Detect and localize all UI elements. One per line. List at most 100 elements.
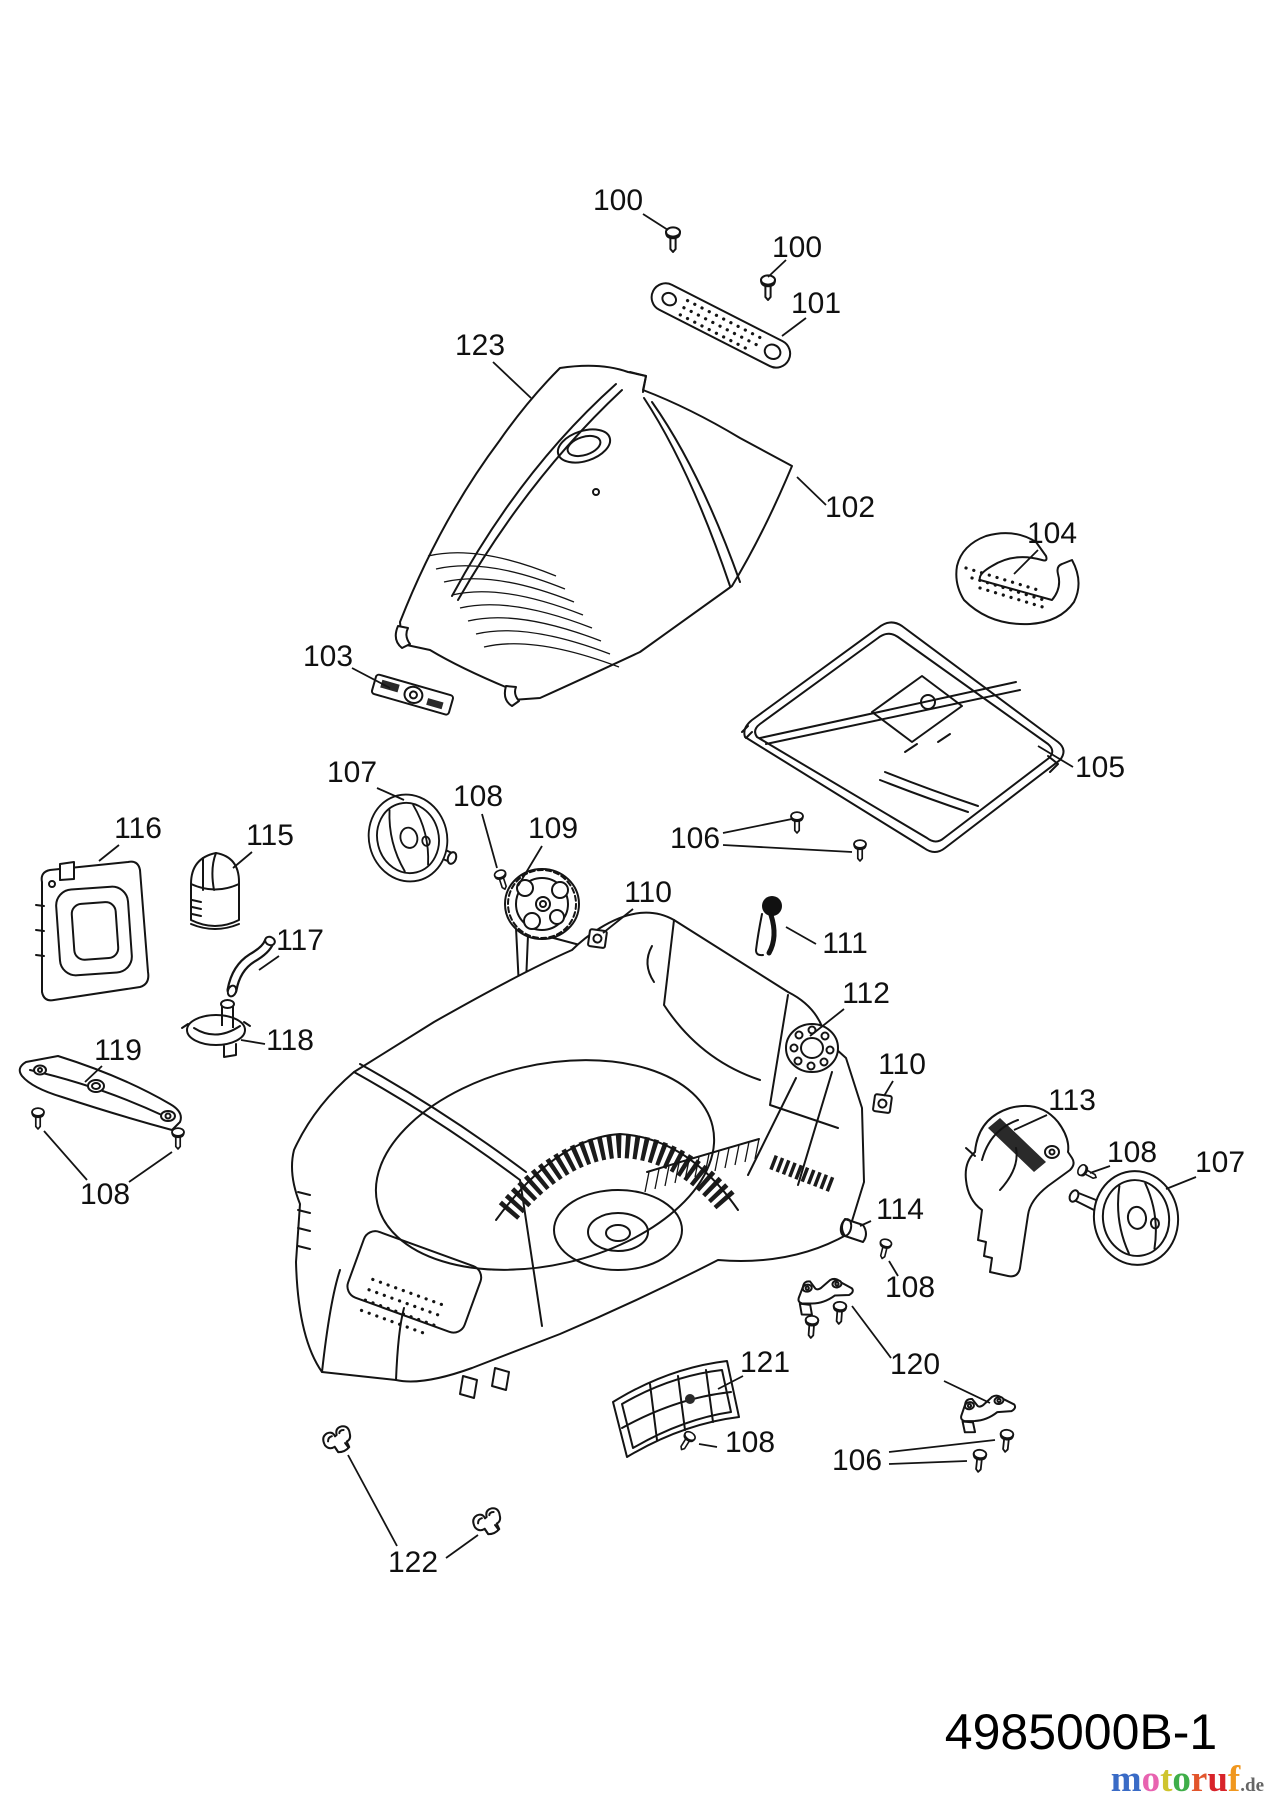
leader-line-120 xyxy=(943,1380,991,1404)
leader-line-116 xyxy=(98,844,120,862)
callout-108: 108 xyxy=(885,1271,935,1304)
leader-line-115 xyxy=(232,851,253,869)
part-107-wheel-upper xyxy=(358,785,458,891)
watermark-letter: r xyxy=(1190,1759,1208,1800)
watermark-logo: motoruf.de xyxy=(1111,1761,1264,1798)
callout-117: 117 xyxy=(276,924,324,957)
leader-line-114 xyxy=(859,1220,872,1227)
callout-107: 107 xyxy=(327,756,377,789)
callout-114: 114 xyxy=(876,1193,924,1226)
part-117-hose xyxy=(226,935,276,998)
callout-116: 116 xyxy=(114,812,162,845)
part-102-motor-hood xyxy=(394,364,793,707)
leader-line-122 xyxy=(347,1454,398,1547)
leader-line-108 xyxy=(481,813,498,869)
leader-line-106 xyxy=(888,1460,968,1465)
drawing-number: 4985000B-1 xyxy=(945,1704,1217,1760)
leader-line-121 xyxy=(717,1375,744,1390)
watermark-letter: o xyxy=(1172,1759,1191,1800)
part-115-cap xyxy=(190,852,240,930)
part-119-bracket xyxy=(18,1055,182,1131)
part-104-grip xyxy=(955,532,1080,626)
callout-100: 100 xyxy=(593,184,643,217)
part-116-panel xyxy=(35,860,150,1002)
watermark-letter: u xyxy=(1207,1759,1228,1800)
leader-line-102 xyxy=(796,476,827,506)
leader-line-112 xyxy=(809,1008,845,1037)
part-110-nut-a xyxy=(587,928,608,949)
leader-line-108 xyxy=(43,1130,88,1181)
callout-123: 123 xyxy=(455,329,505,362)
leader-line-101 xyxy=(781,317,807,337)
leader-line-120 xyxy=(851,1305,892,1359)
part-121-grate xyxy=(612,1360,740,1458)
leader-line-111 xyxy=(785,926,817,945)
callout-122: 122 xyxy=(388,1546,438,1579)
watermark-letter: f xyxy=(1227,1759,1241,1800)
part-105-rear-flap xyxy=(741,621,1065,853)
callout-109: 109 xyxy=(528,812,578,845)
callout-120: 120 xyxy=(890,1348,940,1381)
leader-line-106 xyxy=(722,818,793,834)
part-114-spacer xyxy=(839,1218,867,1243)
leader-line-100 xyxy=(642,213,669,231)
part-103-badge xyxy=(370,673,454,716)
callout-112: 112 xyxy=(842,977,890,1010)
callout-110: 110 xyxy=(878,1048,926,1081)
callout-102: 102 xyxy=(825,491,875,524)
watermark-letter: o xyxy=(1141,1759,1161,1800)
part-110-nut-b xyxy=(872,1093,893,1114)
callout-121: 121 xyxy=(740,1346,790,1379)
leader-line-110 xyxy=(883,1080,894,1097)
leader-line-108 xyxy=(698,1443,718,1448)
callout-103: 103 xyxy=(303,640,353,673)
leader-line-108 xyxy=(128,1151,173,1183)
callout-108: 108 xyxy=(1107,1136,1157,1169)
leader-line-113 xyxy=(1013,1114,1048,1131)
callout-113: 113 xyxy=(1048,1084,1096,1117)
leader-line-107 xyxy=(1165,1176,1197,1190)
leader-line-122 xyxy=(445,1534,479,1559)
callout-108: 108 xyxy=(80,1178,130,1211)
leader-line-100 xyxy=(767,259,787,278)
callout-115: 115 xyxy=(246,819,294,852)
callout-118: 118 xyxy=(266,1024,314,1057)
callout-105: 105 xyxy=(1075,751,1125,784)
leader-line-109 xyxy=(517,845,543,887)
callout-107: 107 xyxy=(1195,1146,1245,1179)
callout-108: 108 xyxy=(453,780,503,813)
callout-111: 111 xyxy=(822,927,868,960)
leader-line-105 xyxy=(1037,745,1074,768)
leader-line-118 xyxy=(240,1039,266,1045)
callout-119: 119 xyxy=(94,1034,142,1067)
callout-101: 101 xyxy=(791,287,841,320)
leader-line-117 xyxy=(258,955,280,971)
callout-100: 100 xyxy=(772,231,822,264)
part-111-bolt xyxy=(755,896,782,957)
watermark-brand: motoruf xyxy=(1111,1759,1241,1800)
watermark-tld: .de xyxy=(1240,1775,1264,1796)
leader-line-108 xyxy=(888,1260,899,1277)
part-107-wheel-lower xyxy=(1068,1164,1186,1272)
callout-104: 104 xyxy=(1027,517,1077,550)
leader-line-107 xyxy=(376,787,405,801)
leader-line-106 xyxy=(722,844,853,853)
leader-line-108 xyxy=(1089,1165,1111,1174)
callout-108: 108 xyxy=(725,1426,775,1459)
leader-line-123 xyxy=(492,361,532,399)
part-112-deck-housing xyxy=(291,911,865,1399)
leader-line-104 xyxy=(1013,549,1039,575)
watermark-letter: m xyxy=(1110,1759,1142,1800)
leader-line-110 xyxy=(602,908,634,934)
part-113-side-cover xyxy=(964,1104,1075,1278)
watermark-letter: t xyxy=(1160,1759,1173,1800)
leader-line-103 xyxy=(351,667,391,689)
leader-line-119 xyxy=(84,1065,103,1083)
part-101-handle xyxy=(650,282,792,369)
callout-106: 106 xyxy=(832,1444,882,1477)
callout-110: 110 xyxy=(624,876,672,909)
callout-labels: 100 100 101 123 102 104 103 105 106 107 108 109 110 1… xyxy=(43,184,1245,1579)
part-118-impeller xyxy=(181,999,251,1058)
